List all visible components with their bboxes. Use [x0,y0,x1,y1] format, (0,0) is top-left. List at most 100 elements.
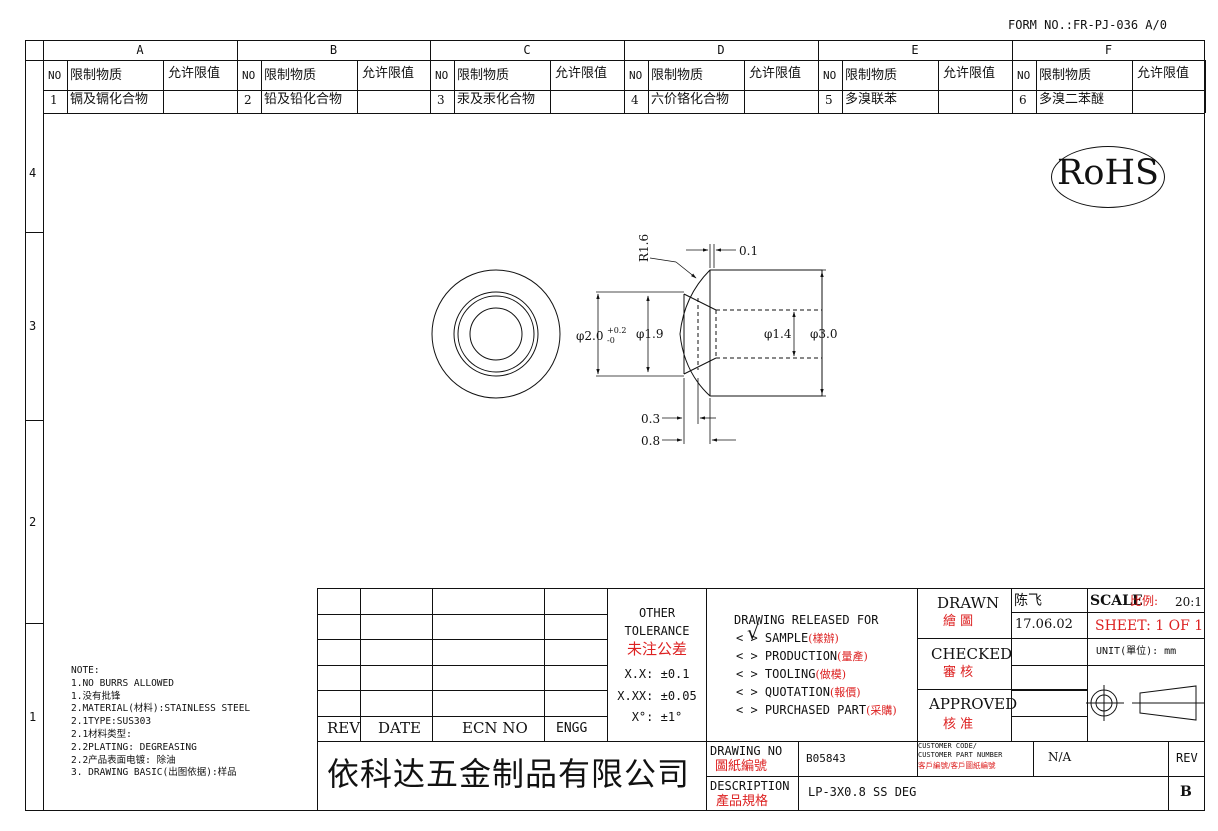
drawn-date: 17.06.02 [1015,617,1073,632]
approval-divider [917,588,918,741]
substance-name: 汞及汞化合物 [457,92,536,107]
title-block-left [317,588,318,811]
zone-label-side: 1 [29,710,37,724]
projection-symbol-icon [1086,685,1204,721]
table-col-divider [237,60,238,113]
frame-inner-left [43,40,44,811]
zone-row-divider [25,60,1205,61]
tolerance-divider [607,588,608,741]
approval-row [917,689,1087,690]
release-option-label-cn: (采購) [866,704,897,717]
header-no: NO [435,69,449,82]
dimension-lines [596,244,826,444]
release-option-label: SAMPLE [764,631,809,645]
description-label: DESCRIPTION [710,779,790,793]
header-limit: 允许限值 [555,66,608,81]
release-bracket-left: < > [736,631,765,645]
note-line: 2.1TYPE:SUS303 [71,716,152,728]
substance-name: 铅及铅化合物 [264,92,343,107]
checked-label: CHECKED [931,645,1013,663]
substance-name: 镉及镉化合物 [70,92,149,107]
customer-code-label-1: CUSTOMER CODE/ [918,742,978,750]
zone-label-side: 3 [29,319,37,333]
approval-col [1011,588,1012,741]
note-line: 2.2PLATING: DEGREASING [71,741,197,753]
customer-code-value: N/A [1048,750,1072,764]
zone-label-top: F [1104,43,1113,57]
table-row-divider [43,113,1205,114]
header-substance: 限制物质 [70,68,123,83]
release-option-label: PRODUCTION [764,649,838,663]
engg-header: ENGG [556,721,588,736]
substance-name: 多溴联苯 [845,92,898,107]
substance-no: 1 [50,93,58,107]
zone-divider [430,40,431,60]
dim-outer: φ3.0 [810,327,838,341]
header-substance: 限制物质 [651,68,704,83]
tolerance-title-cn: 未注公差 [626,640,687,658]
rev-value: B [1180,784,1192,800]
header-no: NO [629,69,643,82]
title-block-divider [317,741,1205,742]
scale-label-cn: 比例: [1130,594,1159,608]
zone-divider [237,40,238,60]
zone-divider [25,623,43,624]
description-label-cn: 產品規格 [716,794,769,809]
dimension-texts: R1.6 0.1 φ2.0 +0.2 -0 φ1.9 φ1.4 φ3.0 0.3… [576,234,838,448]
header-limit: 允许限值 [943,66,996,81]
side-view [679,269,823,397]
dim-len-a: 0.3 [641,412,660,426]
zone-label-top: D [717,43,725,57]
drawing-no-divider [706,776,1205,777]
tolerance-xxx: X.XX: ±0.05 [617,689,697,703]
zone-label-top: A [136,43,144,57]
header-no: NO [242,69,256,82]
release-option-label-cn: (樣辦) [808,632,839,645]
header-limit: 允许限值 [362,66,415,81]
table-col-divider [454,60,455,113]
release-option: < > PRODUCTION(量產) [736,650,868,662]
table-col-divider [744,60,745,113]
approval-row-small [1011,612,1087,613]
ecn-header: ECN NO [462,719,528,737]
dim-flare: φ1.9 [636,327,664,341]
table-col-divider [357,60,358,113]
end-view [431,269,561,399]
zone-label-top: B [329,43,338,57]
rev-row-divider [317,665,607,666]
header-no: NO [823,69,837,82]
note-line: 3. DRAWING BASIC(出图依据):样品 [71,767,237,779]
release-option-label-cn: (做模) [815,668,847,681]
drawing-frame [25,40,1205,811]
release-bracket-left: < > [736,685,765,699]
release-option-label: PURCHASED PART [764,703,867,717]
release-bracket-left: < > [736,649,765,663]
drawing-no-label: DRAWING NO [710,744,783,758]
release-option-label: TOOLING [764,667,816,681]
company-name: 依科达五金制品有限公司 [327,755,691,793]
rev-col-divider [432,588,433,741]
substance-name: 六价铬化合物 [651,92,730,107]
scale-label: SCALE [1090,593,1143,609]
release-check: √ [747,622,760,644]
note-line: 1.NO BURRS ALLOWED [71,677,174,689]
zone-label-top: C [523,43,531,57]
dim-inner: φ1.4 [764,327,792,341]
sheet-info: SHEET: 1 OF 1 [1095,618,1204,634]
substance-no: 5 [825,93,833,107]
table-col-divider [550,60,551,113]
release-option: < > SAMPLE(樣辦) [736,632,839,644]
approval-col [1087,588,1088,741]
substance-name: 多溴二苯醚 [1039,92,1105,107]
rev-col [1168,741,1169,811]
scale-row [1087,638,1205,639]
table-col-divider [624,60,625,113]
table-col-divider [842,60,843,113]
customer-code-label-2: CUSTOMER PART NUMBER [918,751,1003,759]
unit-info: UNIT(單位): mm [1096,646,1177,657]
date-header: DATE [378,719,421,737]
drawn-label: DRAWN [937,594,1000,612]
rev-row-divider [317,716,607,717]
